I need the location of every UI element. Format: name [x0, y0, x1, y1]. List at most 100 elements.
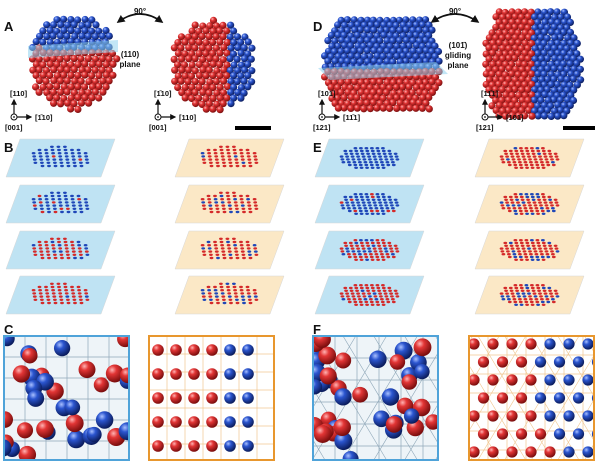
layer-atom [551, 163, 556, 167]
cluster-atom [554, 101, 562, 109]
layer-atom [233, 289, 238, 292]
cluster-atom [43, 33, 51, 41]
layer-atom [535, 284, 540, 287]
layer-atom [540, 161, 544, 164]
layer-atom [213, 148, 217, 152]
cluster-atom [77, 99, 86, 107]
layer-atom [503, 149, 508, 153]
layer-atom [528, 295, 532, 298]
cluster-atom [425, 93, 433, 102]
zoom-atom [506, 338, 518, 350]
layer-atom [71, 204, 76, 207]
layer-atom [523, 253, 528, 256]
layer-atom [53, 210, 58, 214]
cluster-atom [389, 26, 397, 35]
cluster-atom [557, 65, 565, 73]
layer-atom [64, 152, 68, 155]
layer-atom [503, 195, 508, 199]
layer-atom [377, 289, 381, 292]
plane-label-d-1: (101̄) [449, 41, 468, 50]
layer-atom [348, 241, 353, 245]
cluster-atom [560, 18, 569, 26]
layer-atom [363, 207, 368, 210]
layer-atom [220, 244, 225, 247]
layer-atom [351, 158, 356, 161]
layer-atom [370, 258, 375, 261]
layer-atom [83, 289, 88, 292]
cluster-atom [412, 21, 420, 29]
layer-atom [235, 298, 239, 301]
layer-atom [347, 298, 351, 301]
layer-atom [84, 201, 89, 204]
layer-atom [541, 239, 545, 242]
layer-atom [364, 209, 369, 213]
panel-c-right-view [148, 335, 275, 461]
layer-atom [248, 210, 253, 214]
layer-atom [83, 244, 88, 247]
layer-atom [228, 207, 233, 210]
zoom-atom [86, 426, 102, 443]
layer-atom [222, 161, 226, 164]
layer-atom [348, 149, 353, 153]
cluster-atom [209, 38, 217, 47]
layer-plane [314, 184, 425, 224]
layer-atom [76, 285, 81, 289]
layer-atom [252, 289, 257, 292]
layer-atom [515, 244, 519, 247]
layer-atom [370, 195, 375, 199]
panel-c-left-view [3, 335, 130, 461]
cluster-atom [560, 49, 568, 57]
layer-atom [79, 253, 83, 256]
layer-atom [381, 195, 386, 199]
panel-label-b: B [4, 140, 13, 155]
grid-line [373, 352, 438, 460]
layer-atom [524, 193, 529, 196]
cluster-atom [360, 83, 368, 91]
layer-atom [507, 255, 512, 259]
zoom-atom [496, 428, 509, 440]
layer-atom [341, 207, 346, 210]
layer-atom [85, 161, 90, 164]
layer-atom [383, 155, 388, 158]
zoom-atom [170, 344, 182, 356]
cluster-atom [64, 21, 72, 29]
layer-atom [389, 155, 393, 158]
layer-atom [532, 155, 537, 158]
layer-atom [50, 191, 54, 194]
layer-atom [515, 289, 519, 292]
layer-atom [501, 207, 506, 210]
layer-atom [247, 204, 252, 207]
layer-atom [369, 253, 373, 256]
layer-atom [375, 147, 380, 150]
layer-atom [549, 247, 553, 250]
layer-atom [513, 209, 518, 213]
cluster-atom [511, 54, 519, 63]
zoom-atom [53, 339, 71, 357]
cluster-atom [212, 44, 220, 52]
layer-atom [379, 295, 383, 298]
layer-atom [346, 204, 350, 207]
layer-atom [364, 147, 369, 150]
cluster-atom [421, 16, 430, 24]
layer-atom [518, 300, 523, 304]
layer-atom [507, 300, 512, 304]
cluster-atom [195, 94, 203, 102]
layer-atom [214, 158, 219, 161]
cluster-atom [244, 60, 252, 69]
cluster-atom [324, 37, 332, 45]
layer-atom [63, 282, 67, 285]
layer-atom [242, 301, 246, 305]
cluster-atom [518, 86, 526, 94]
layer-atom [519, 147, 523, 150]
cluster-atom [366, 105, 374, 113]
layer-atom [370, 286, 375, 290]
layer-atom [524, 163, 529, 167]
layer-atom [501, 253, 506, 256]
layer-atom [350, 292, 355, 295]
layer-atom [358, 207, 362, 210]
layer-atom [533, 204, 538, 207]
layer-atom [508, 286, 513, 290]
layer-atom [51, 155, 56, 158]
layer-atom [227, 204, 232, 207]
